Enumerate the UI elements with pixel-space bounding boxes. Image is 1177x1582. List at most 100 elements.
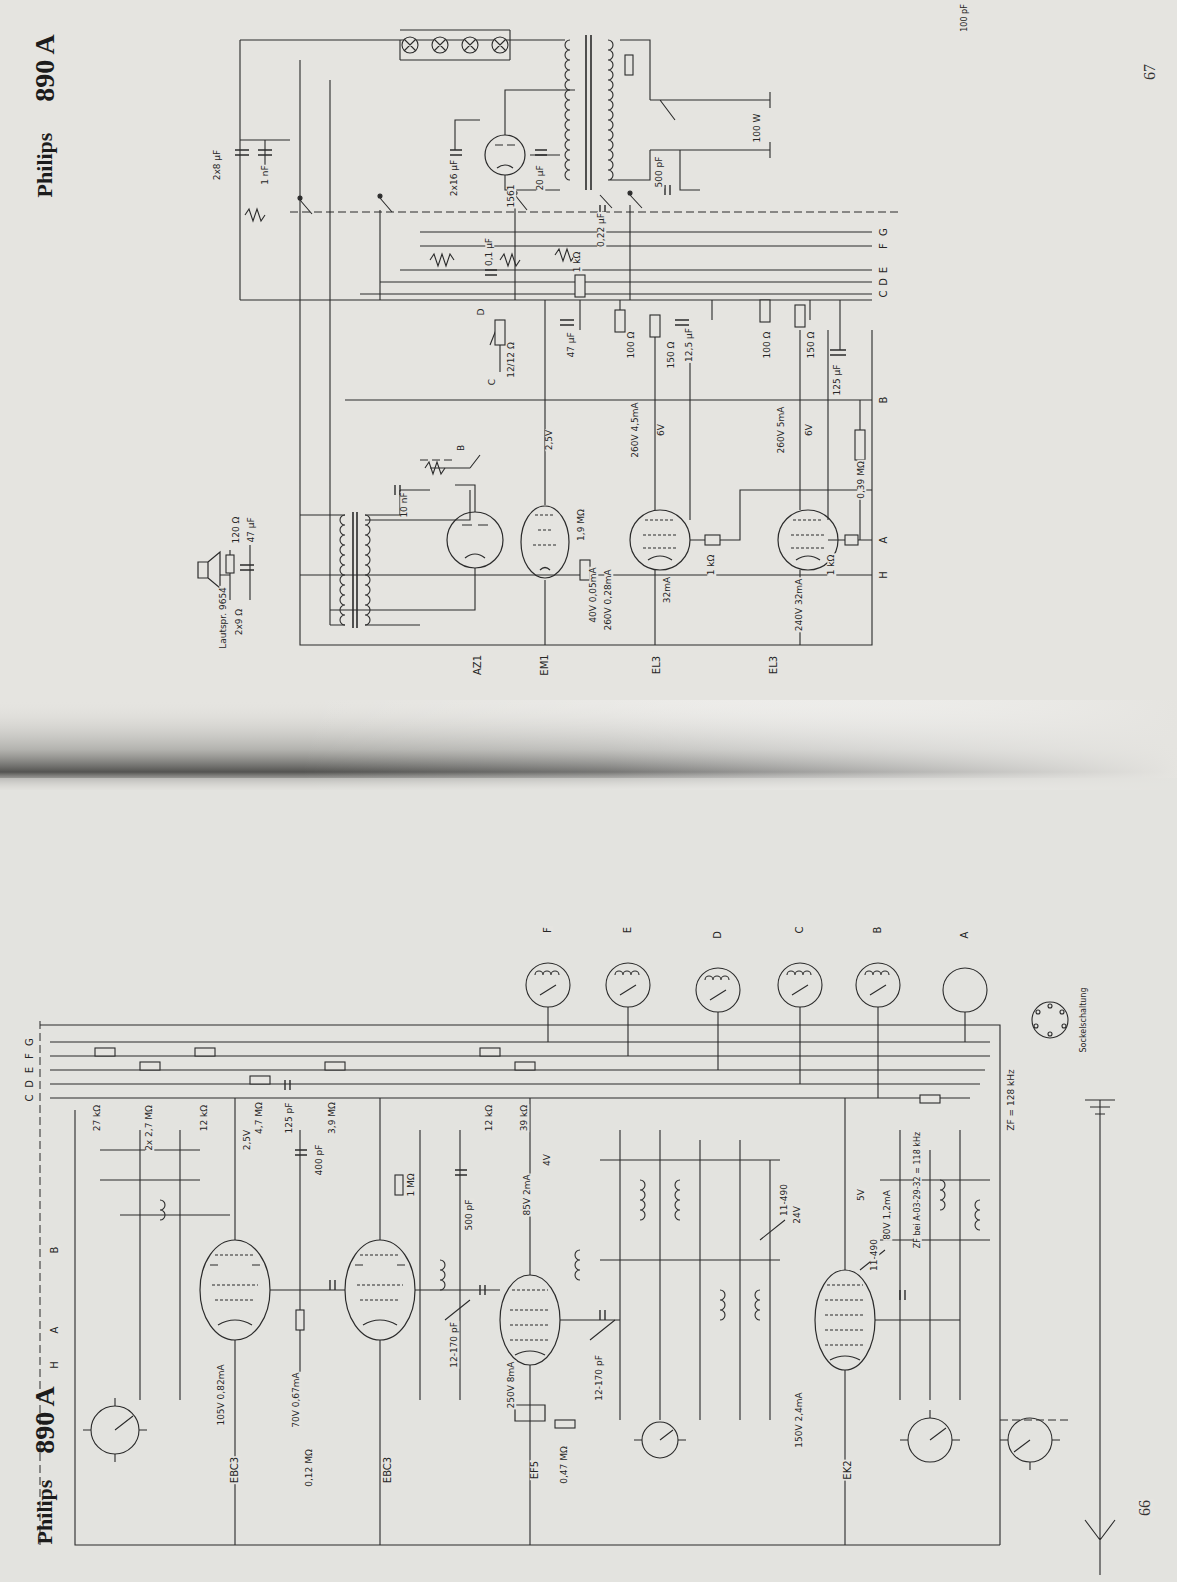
- net-letter: E: [25, 1066, 36, 1074]
- component-value: 0,47 MΩ: [560, 1445, 569, 1485]
- tube-symbol: [462, 525, 488, 558]
- net-letter: G: [879, 227, 890, 237]
- coil-can-symbol: [778, 963, 822, 1007]
- component-value: 3,9 MΩ: [328, 1101, 337, 1135]
- component-value: 150 Ω: [667, 341, 676, 370]
- page-title: 890 A: [30, 33, 59, 103]
- component-value: 20 μF: [536, 164, 545, 191]
- speaker-symbol: [198, 552, 220, 588]
- tube-symbol: [212, 1255, 258, 1300]
- switch-contacts: [628, 191, 632, 195]
- component-value: Sockelschaltung: [1080, 987, 1088, 1054]
- tube-label: EL3: [769, 655, 780, 675]
- net-letter: D: [713, 930, 724, 940]
- net-letter: G: [25, 1037, 36, 1047]
- resistor-symbol: [855, 430, 865, 460]
- resistor-symbol: [555, 1420, 575, 1428]
- tube-symbol: [815, 1270, 875, 1370]
- component-value: 12-170 pF: [595, 1354, 604, 1402]
- tube-symbol: [533, 515, 557, 545]
- tube-label: EK2: [843, 1459, 854, 1480]
- net-letter: H: [879, 570, 890, 580]
- coil-symbol: [160, 1180, 980, 1320]
- component-value: 1 kΩ: [707, 554, 716, 577]
- coil-can-symbol: [526, 963, 1068, 1038]
- tube-symbol: [643, 520, 677, 548]
- coil-can-symbol: [1048, 1032, 1052, 1036]
- component-value: 1,9 MΩ: [577, 508, 586, 542]
- resistor-symbol: [920, 1095, 940, 1103]
- net-letter: B: [50, 1246, 61, 1255]
- coil-can-symbol: [943, 968, 987, 1012]
- net-letter: C: [488, 378, 497, 386]
- tube-symbol: [796, 556, 820, 560]
- tube-symbol: [791, 520, 825, 548]
- component-value: 6V: [657, 423, 666, 437]
- transformer-symbol: [586, 35, 591, 190]
- net-letter: B: [457, 444, 466, 452]
- wafer-switch: [634, 1430, 686, 1440]
- component-value: 27 kΩ: [93, 1104, 102, 1132]
- resistor-symbol: [480, 1048, 500, 1056]
- net-letter: E: [879, 266, 890, 274]
- coil-can-symbol: [526, 963, 570, 1007]
- component-value: 100 Ω: [627, 331, 636, 360]
- net-letter: F: [879, 242, 890, 250]
- component-value: 2x16 μF: [450, 159, 459, 197]
- component-value: 0,1 μF: [485, 237, 494, 267]
- capacitor-symbol: [445, 1220, 885, 1340]
- component-value: 0,12 MΩ: [305, 1448, 314, 1488]
- component-value: 5V: [857, 1188, 866, 1202]
- transformer-symbol: [365, 515, 370, 625]
- component-value: 47 μF: [247, 516, 256, 543]
- resistor-symbol: [650, 315, 660, 337]
- tube-symbol: [630, 510, 690, 570]
- net-letter: B: [873, 926, 884, 935]
- component-value: 260V 5mA: [777, 406, 786, 455]
- coil-can-symbol: [1034, 1024, 1038, 1028]
- coil-can-symbol: [696, 968, 740, 1012]
- component-value: 6V: [805, 423, 814, 437]
- resistor-symbol: [395, 1175, 403, 1195]
- tube-symbol: [447, 512, 503, 568]
- component-value: 0,39 MΩ: [857, 460, 866, 500]
- switch-contacts: [298, 191, 642, 214]
- resistor-symbol: [515, 1062, 535, 1070]
- lamp-symbol: [402, 37, 508, 53]
- tube-symbol: [510, 1290, 550, 1340]
- component-value: 70V 0,67mA: [292, 1371, 301, 1428]
- component-value: 150V 2,4mA: [795, 1391, 804, 1448]
- component-value: 10 nF: [400, 491, 409, 518]
- resistor-symbol: [140, 1062, 160, 1070]
- tube-symbol: [540, 568, 550, 571]
- component-value: 12,5 μF: [685, 327, 694, 363]
- component-value: 12/12 Ω: [507, 341, 516, 379]
- component-value: 4V: [543, 1153, 552, 1167]
- tube-symbol: [355, 1265, 405, 1325]
- coil-can-symbol: [606, 963, 650, 1007]
- transformer-symbol: [340, 515, 345, 625]
- net-letter: A: [50, 1326, 61, 1335]
- resistor-symbol: [250, 1076, 270, 1084]
- component-value: 500 pF: [465, 1199, 474, 1232]
- component-value: 2x 2,7 MΩ: [145, 1104, 154, 1152]
- tube-label: EL3: [652, 655, 663, 675]
- component-value: 2,5V: [243, 1129, 252, 1151]
- resistor-symbol: [325, 1062, 345, 1070]
- component-value: 1 kΩ: [573, 251, 582, 274]
- component-value: 4,7 MΩ: [255, 1101, 264, 1135]
- transformer-symbol: [565, 40, 570, 180]
- wafer-switch: [900, 1410, 960, 1440]
- resistor-symbol: [575, 275, 585, 297]
- component-value: 85V 2mA: [523, 1173, 532, 1216]
- tube-symbol: [500, 1275, 560, 1365]
- component-value: 125 μF: [833, 364, 842, 397]
- page-title: 890 A: [30, 1385, 59, 1455]
- component-value: 47 μF: [567, 331, 576, 358]
- coil-can-symbol: [856, 963, 900, 1007]
- speaker-symbol: [198, 552, 220, 588]
- resistor-symbol: [226, 555, 234, 573]
- wafer-switch: [83, 1398, 147, 1462]
- component-value: 12 kΩ: [200, 1104, 209, 1132]
